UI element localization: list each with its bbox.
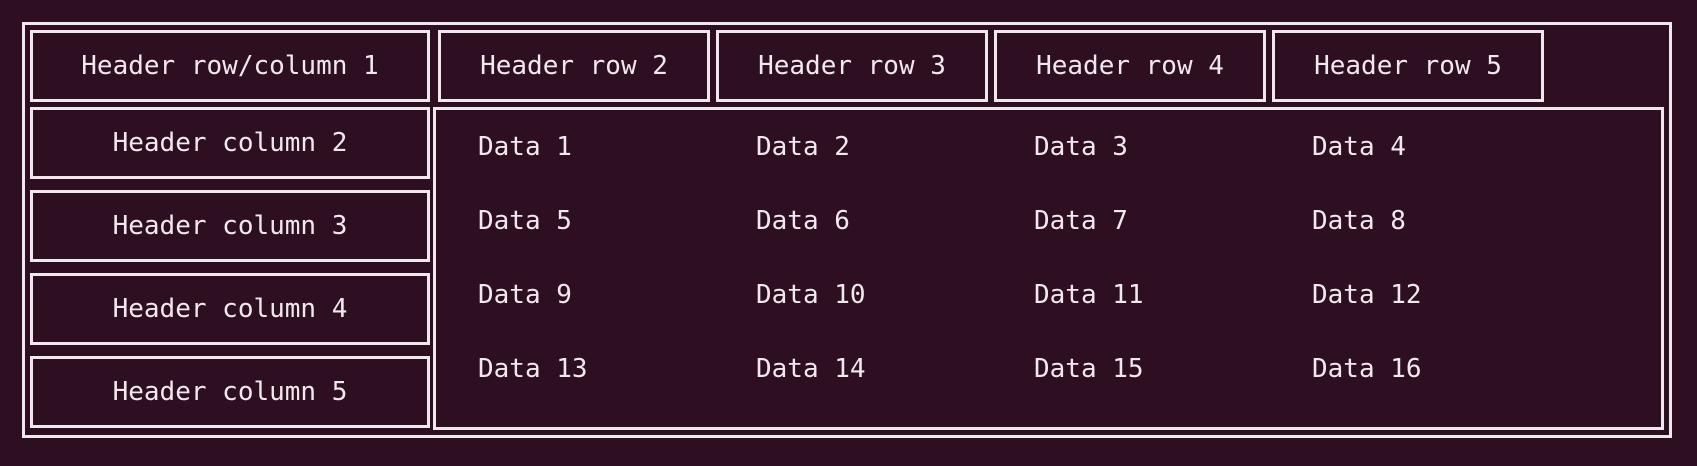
data-cell[interactable]: Data 6: [756, 206, 850, 236]
data-cell[interactable]: Data 11: [1034, 280, 1144, 310]
data-cell[interactable]: Data 1: [478, 132, 572, 162]
table-row: Data 5 Data 6 Data 7 Data 8: [436, 184, 1661, 258]
data-cell[interactable]: Data 14: [756, 354, 866, 384]
table-header-column: Header column 2 Header column 3 Header c…: [30, 107, 430, 430]
row-header-cell-2[interactable]: Header column 2: [30, 107, 430, 179]
table-frame: Header row/column 1 Header row 2 Header …: [22, 22, 1672, 438]
data-cell[interactable]: Data 3: [1034, 132, 1128, 162]
data-cell[interactable]: Data 8: [1312, 206, 1406, 236]
row-header-cell-3[interactable]: Header column 3: [30, 190, 430, 262]
data-cell[interactable]: Data 9: [478, 280, 572, 310]
data-cell[interactable]: Data 13: [478, 354, 588, 384]
data-cell[interactable]: Data 2: [756, 132, 850, 162]
column-header-cell-5[interactable]: Header row 5: [1272, 30, 1544, 102]
row-header-cell-5[interactable]: Header column 5: [30, 356, 430, 428]
data-cell[interactable]: Data 16: [1312, 354, 1422, 384]
column-header-cell-3[interactable]: Header row 3: [716, 30, 988, 102]
table-data-body: Data 1 Data 2 Data 3 Data 4 Data 5 Data …: [433, 107, 1664, 430]
data-cell[interactable]: Data 10: [756, 280, 866, 310]
data-cell[interactable]: Data 5: [478, 206, 572, 236]
table-row: Data 9 Data 10 Data 11 Data 12: [436, 258, 1661, 332]
data-cell[interactable]: Data 12: [1312, 280, 1422, 310]
data-cell[interactable]: Data 7: [1034, 206, 1128, 236]
column-header-cell-4[interactable]: Header row 4: [994, 30, 1266, 102]
table-row: Data 13 Data 14 Data 15 Data 16: [436, 332, 1661, 406]
row-header-cell-4[interactable]: Header column 4: [30, 273, 430, 345]
table-header-row: Header row/column 1 Header row 2 Header …: [30, 30, 1664, 102]
table-corner-header-cell[interactable]: Header row/column 1: [30, 30, 430, 102]
table-row: Data 1 Data 2 Data 3 Data 4: [436, 110, 1661, 184]
column-header-cell-2[interactable]: Header row 2: [438, 30, 710, 102]
data-cell[interactable]: Data 4: [1312, 132, 1406, 162]
data-cell[interactable]: Data 15: [1034, 354, 1144, 384]
